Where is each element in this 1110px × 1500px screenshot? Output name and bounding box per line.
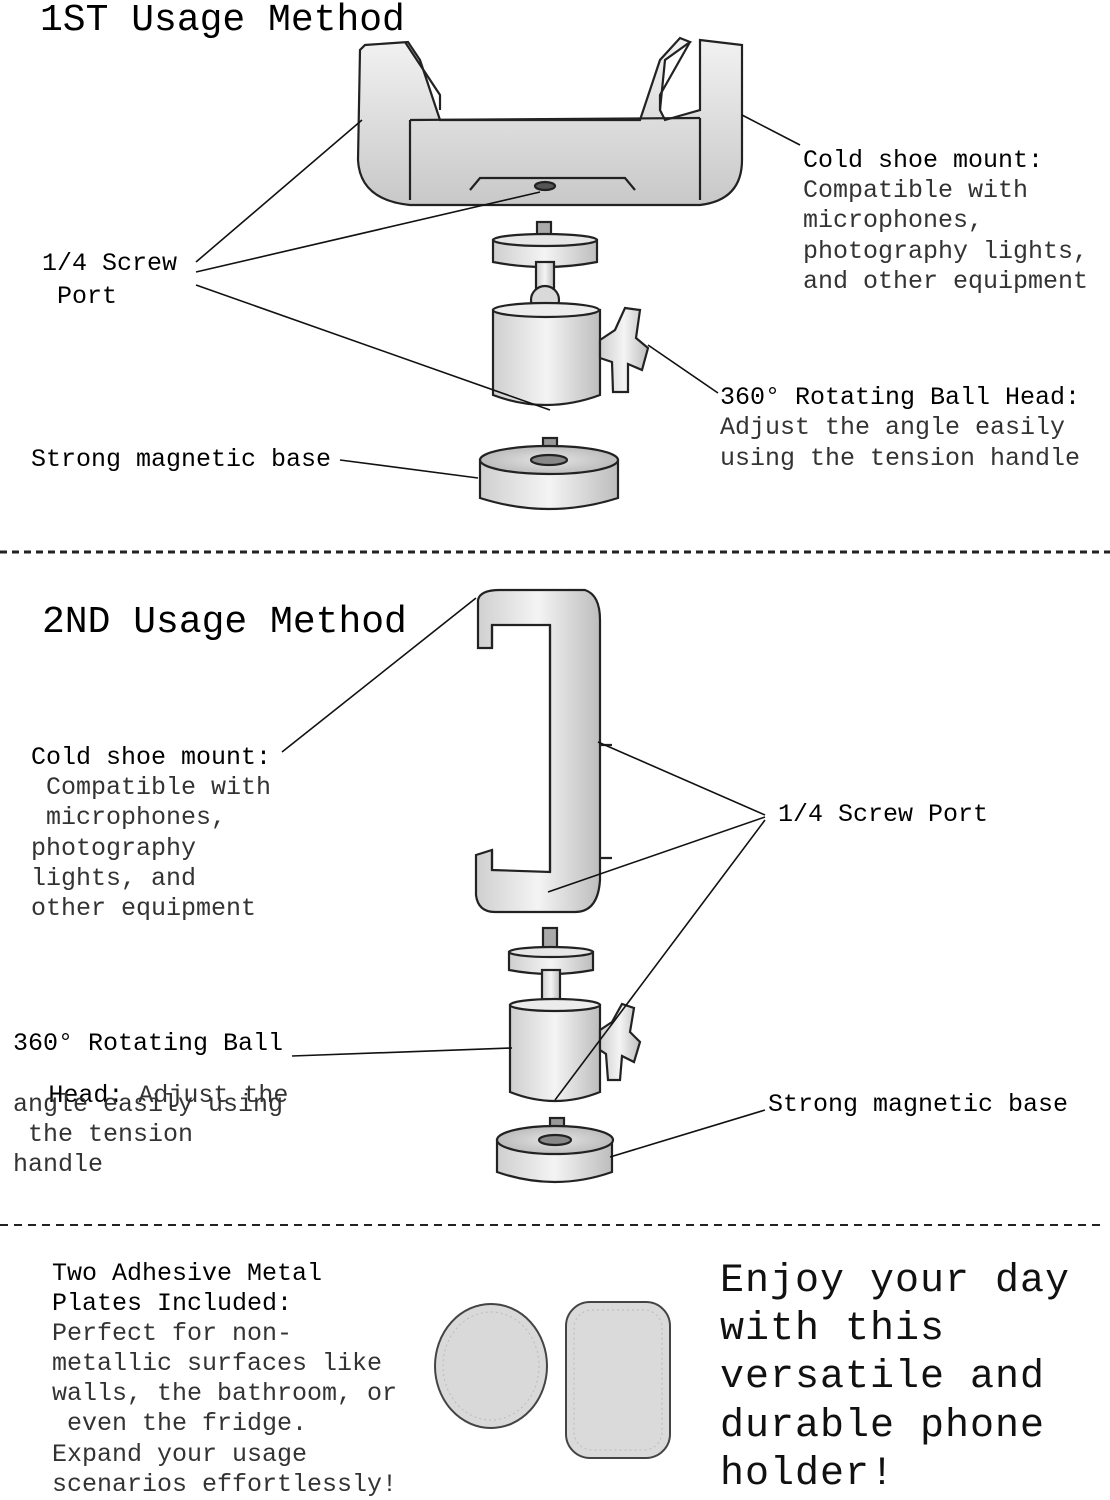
- section2-cold-shoe-heading: Cold shoe mount:: [31, 743, 272, 772]
- round-metal-plate: [434, 1303, 548, 1429]
- section1-cold-shoe-line: photography lights,: [803, 237, 1089, 266]
- section1-ball-head-heading: 360° Rotating Ball Head:: [720, 383, 1081, 412]
- section1-cold-shoe-heading: Cold shoe mount:: [803, 146, 1044, 175]
- closing-line: versatile and: [720, 1355, 1046, 1400]
- section1-ball-head-line: Adjust the angle easily: [720, 413, 1066, 442]
- phone-clamp-horizontal: [356, 36, 744, 207]
- plates-description-line: Perfect for non-: [52, 1319, 293, 1348]
- section2-cold-shoe-line: other equipment: [31, 894, 257, 923]
- section2-ball-head-line: angle easily using: [13, 1090, 284, 1119]
- section2-ball-head-heading: 360° Rotating Ball: [13, 1029, 284, 1058]
- section2-ball-head-line: the tension: [13, 1120, 194, 1149]
- closing-line: holder!: [720, 1452, 896, 1497]
- closing-line: durable phone: [720, 1404, 1046, 1449]
- closing-line: with this: [720, 1307, 946, 1352]
- section1-cold-shoe-line: microphones,: [803, 206, 984, 235]
- ball-head-mount-1: [491, 220, 650, 407]
- plates-description-line: metallic surfaces like: [52, 1349, 383, 1378]
- plates-description-line: walls, the bathroom, or: [52, 1379, 398, 1408]
- section2-cold-shoe-line: microphones,: [31, 803, 227, 832]
- section2-magnetic-base-label: Strong magnetic base: [768, 1090, 1069, 1119]
- magnetic-base-2: [495, 1116, 615, 1184]
- section1-screw-port-line: Port: [42, 282, 118, 311]
- section2-cold-shoe-line: photography: [31, 834, 197, 863]
- callout-lines-2: [281, 597, 766, 1158]
- section2-cold-shoe-line: Compatible with: [31, 773, 272, 802]
- ball-head-mount-2: [507, 926, 642, 1103]
- closing-line: Enjoy your day: [720, 1259, 1071, 1304]
- section1-title: 1ST Usage Method: [40, 0, 405, 42]
- section2-title: 2ND Usage Method: [42, 601, 407, 644]
- plates-description-line: Expand your usage: [52, 1440, 308, 1469]
- section1-cold-shoe-line: and other equipment: [803, 267, 1089, 296]
- phone-clamp-vertical: [474, 588, 612, 914]
- plates-heading-line: Plates Included:: [52, 1289, 293, 1318]
- section2-ball-head-line2: Head: Adjust the: [13, 1062, 288, 1129]
- section1-magnetic-base-label: Strong magnetic base: [31, 445, 332, 474]
- section1-screw-port-line: 1/4 Screw: [42, 249, 178, 278]
- section2-cold-shoe-line: lights, and: [31, 864, 197, 893]
- section1-ball-head-line: using the tension handle: [720, 444, 1081, 473]
- plates-description-line: scenarios effortlessly!: [52, 1470, 398, 1499]
- section2-ball-head-heading-cont: Head:: [33, 1081, 124, 1110]
- section2-screw-port-label: 1/4 Screw Port: [778, 800, 989, 829]
- plates-description-line: even the fridge.: [52, 1409, 308, 1438]
- magnetic-base-1: [478, 436, 620, 511]
- plates-heading-line: Two Adhesive Metal: [52, 1259, 323, 1288]
- rectangular-metal-plate: [565, 1301, 671, 1459]
- section2-ball-head-line: Adjust the: [123, 1081, 289, 1110]
- section1-cold-shoe-line: Compatible with: [803, 176, 1029, 205]
- callout-lines-1: [195, 114, 801, 479]
- section2-ball-head-line: handle: [13, 1150, 104, 1179]
